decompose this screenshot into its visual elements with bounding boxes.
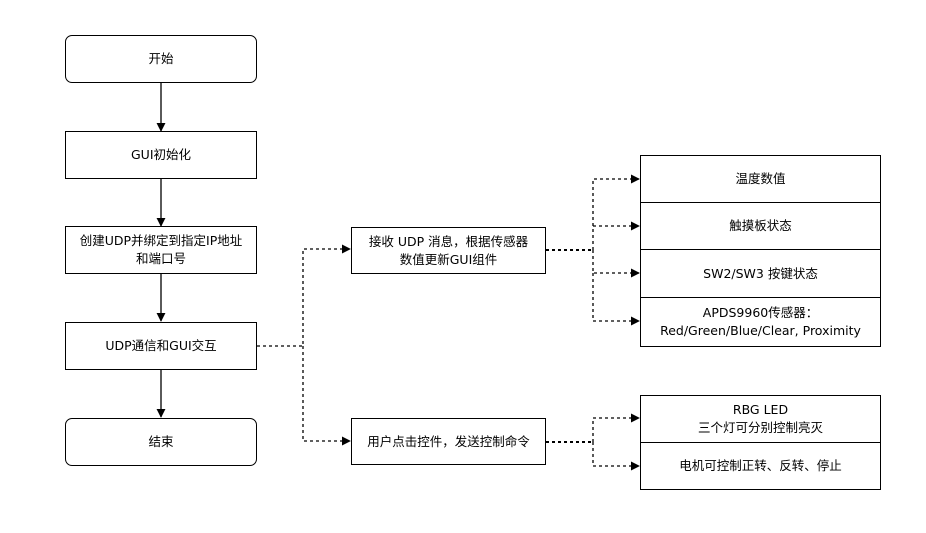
apds-node: APDS9960传感器： Red/Green/Blue/Clear, Proxi…	[640, 297, 881, 347]
sw-label: SW2/SW3 按键状态	[703, 265, 818, 281]
touch-node: 触摸板状态	[640, 202, 881, 250]
start-label: 开始	[148, 51, 174, 66]
receive-label-line2: 数值更新GUI组件	[399, 251, 498, 267]
rgb-led-label-line2: 三个灯可分别控制亮灭	[697, 420, 823, 435]
rgb-led-label-line1: RBG LED	[732, 402, 789, 417]
udp-bind-node: 创建UDP并绑定到指定IP地址 和端口号	[65, 226, 257, 274]
dashed-connector-to-motor	[592, 442, 640, 471]
dashed-connector-udp-comm-to-user-click	[302, 346, 351, 446]
touch-label: 触摸板状态	[729, 218, 792, 233]
udp-bind-label-line2: 和端口号	[135, 251, 186, 266]
receive-label-line1: 接收 UDP 消息，根据传感器	[368, 233, 529, 249]
dashed-connector-to-rgb-led	[592, 413, 640, 442]
dashed-connector-to-temp	[592, 174, 640, 250]
temp-node: 温度数值	[640, 155, 881, 203]
gui-init-node: GUI初始化	[65, 131, 257, 179]
sw-node: SW2/SW3 按键状态	[640, 249, 881, 298]
apds-label-line2: Red/Green/Blue/Clear, Proximity	[660, 323, 861, 338]
motor-node: 电机可控制正转、反转、停止	[640, 442, 881, 490]
end-label: 结束	[148, 434, 174, 449]
temp-label: 温度数值	[735, 171, 786, 186]
gui-init-label: GUI初始化	[130, 147, 192, 162]
udp-bind-label-line1: 创建UDP并绑定到指定IP地址	[79, 233, 243, 248]
motor-label: 电机可控制正转、反转、停止	[679, 458, 842, 473]
receive-node: 接收 UDP 消息，根据传感器 数值更新GUI组件	[351, 227, 546, 274]
dashed-connector-udp-comm-to-receive	[257, 244, 351, 347]
dashed-connector-to-sw	[592, 250, 640, 278]
apds-label-line1: APDS9960传感器：	[702, 305, 819, 320]
dashed-connector-to-apds	[592, 273, 640, 326]
rgb-led-node: RBG LED 三个灯可分别控制亮灭	[640, 395, 881, 443]
end-node: 结束	[65, 418, 257, 466]
start-node: 开始	[65, 35, 257, 83]
udp-comm-node: UDP通信和GUI交互	[65, 322, 257, 370]
user-click-node: 用户点击控件，发送控制命令	[351, 418, 546, 465]
user-click-label: 用户点击控件，发送控制命令	[367, 433, 530, 449]
udp-comm-label: UDP通信和GUI交互	[105, 338, 217, 353]
